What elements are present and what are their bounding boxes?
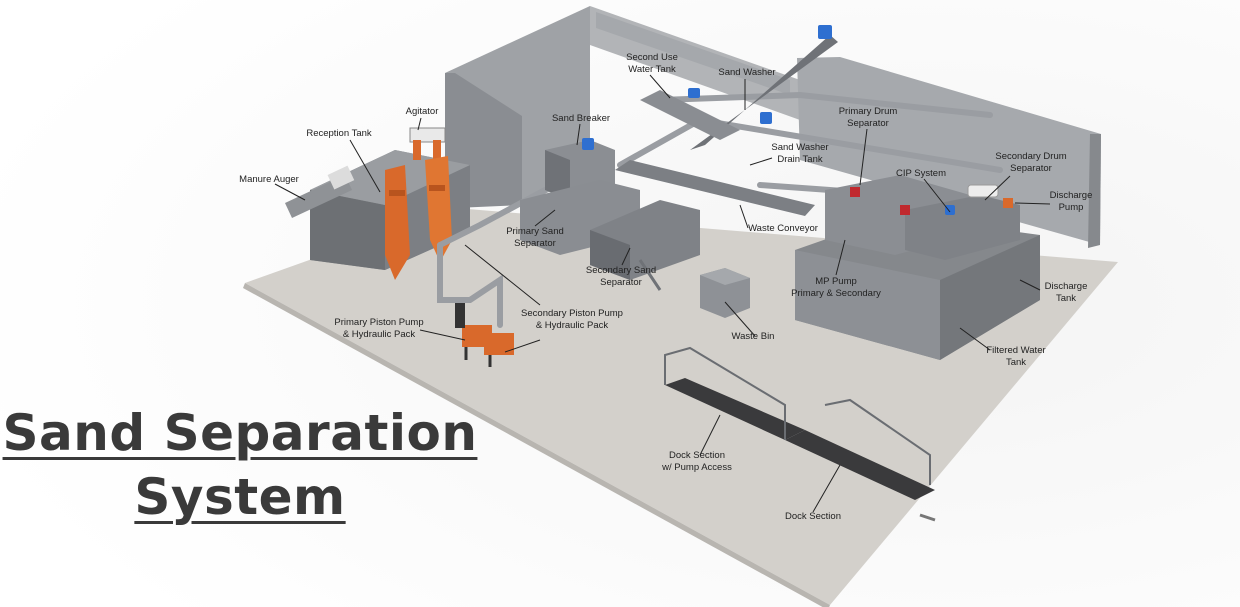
- label-secondary-drum-separator: Secondary Drum Separator: [995, 151, 1067, 174]
- diagram-title-line-2: System: [134, 468, 346, 526]
- leader-lines: [274, 74, 1051, 513]
- label-dock-section-pump-access: Dock Section w/ Pump Access: [662, 450, 732, 473]
- label-agitator: Agitator: [405, 106, 439, 117]
- label-primary-piston-pump: Primary Piston Pump & Hydraulic Pack: [334, 317, 424, 340]
- label-primary-sand-separator: Primary Sand Separator: [506, 226, 564, 249]
- drum-separator-shapes: [825, 175, 1020, 260]
- label-sand-breaker: Sand Breaker: [551, 113, 611, 124]
- label-filtered-water-tank: Filtered Water Tank: [986, 345, 1046, 368]
- waste-bin-shape: [700, 268, 750, 318]
- label-discharge-pump: Discharge Pump: [1049, 190, 1093, 213]
- conveyor-shapes: [615, 25, 838, 216]
- manure-auger-shape: [285, 165, 355, 218]
- label-sand-washer-drain-tank: Sand Washer Drain Tank: [771, 142, 829, 165]
- diagram-title-line-1: Sand Separation: [2, 404, 478, 462]
- filtered-water-tank-shape: [795, 215, 1040, 360]
- piston-pump-shapes: [455, 300, 514, 367]
- label-mp-pump: MP Pump Primary & Secondary: [791, 276, 881, 299]
- label-waste-conveyor: Waste Conveyor: [748, 223, 818, 234]
- label-primary-drum-separator: Primary Drum Separator: [838, 106, 898, 129]
- label-second-use-water-tank: Second Use Water Tank: [626, 52, 678, 75]
- label-reception-tank: Reception Tank: [306, 128, 372, 139]
- label-discharge-tank: Discharge Tank: [1044, 281, 1088, 304]
- label-secondary-sand-separator: Secondary Sand Separator: [585, 265, 657, 288]
- label-manure-auger: Manure Auger: [239, 174, 299, 185]
- label-secondary-piston-pump: Secondary Piston Pump & Hydraulic Pack: [521, 308, 623, 331]
- dock-section-shapes: [664, 346, 936, 522]
- label-waste-bin: Waste Bin: [731, 331, 775, 342]
- label-dock-section: Dock Section: [785, 511, 841, 522]
- sand-separator-shapes: [520, 180, 700, 291]
- label-cip-system: CIP System: [896, 168, 946, 179]
- agitator-shape: [385, 127, 452, 280]
- label-sand-washer: Sand Washer: [718, 67, 776, 78]
